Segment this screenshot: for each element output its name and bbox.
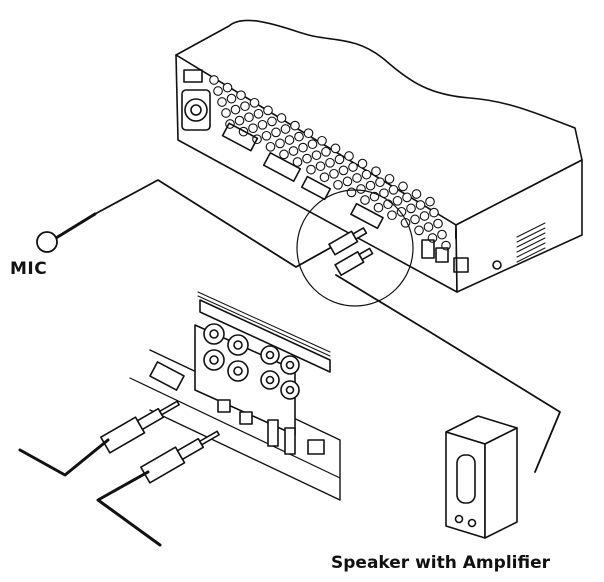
zoomed-rca-plugs	[20, 395, 223, 545]
microphone-icon	[37, 214, 95, 252]
speaker-icon	[446, 416, 517, 538]
mic-label: MIC	[10, 259, 47, 279]
speaker-label: Speaker with Amplifier	[331, 553, 550, 573]
dvr-device-icon	[176, 20, 582, 292]
